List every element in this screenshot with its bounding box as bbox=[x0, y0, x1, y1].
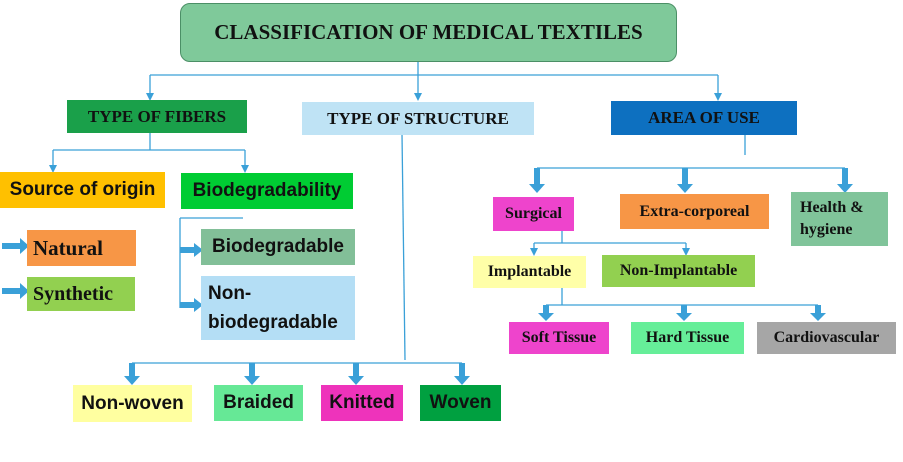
node-non-biodegradable-line2: biodegradable bbox=[208, 312, 338, 333]
arrow-right-icon bbox=[2, 283, 29, 299]
arrow-right-icon bbox=[2, 238, 29, 254]
arrow-down-icon bbox=[124, 363, 140, 385]
node-biodegradability: Biodegradability bbox=[181, 173, 353, 209]
node-woven: Woven bbox=[420, 385, 501, 421]
node-health-hygiene-line2: hygiene bbox=[800, 221, 853, 238]
arrow-right-icon bbox=[180, 243, 203, 257]
category-type-of-structure: TYPE OF STRUCTURE bbox=[302, 102, 534, 135]
node-non-woven: Non-woven bbox=[73, 385, 192, 422]
node-non-biodegradable: Non- biodegradable bbox=[201, 276, 355, 340]
node-health-hygiene-line1: Health & bbox=[800, 199, 864, 216]
node-natural: Natural bbox=[27, 230, 136, 266]
arrow-down-icon bbox=[810, 305, 826, 321]
connector-line bbox=[401, 133, 406, 361]
arrow-down-icon bbox=[348, 363, 364, 385]
node-braided: Braided bbox=[214, 385, 303, 421]
arrow-down-icon bbox=[837, 168, 853, 193]
arrow-down-icon bbox=[529, 168, 545, 193]
node-knitted: Knitted bbox=[321, 385, 403, 421]
diagram-title: CLASSIFICATION OF MEDICAL TEXTILES bbox=[180, 3, 677, 62]
arrow-down-icon bbox=[676, 305, 692, 321]
node-non-biodegradable-line1: Non- bbox=[208, 283, 252, 304]
arrow-down-icon bbox=[538, 305, 554, 321]
arrow-down-icon bbox=[677, 168, 693, 193]
node-source-of-origin: Source of origin bbox=[0, 172, 165, 208]
node-hard-tissue: Hard Tissue bbox=[631, 322, 744, 354]
category-area-of-use: AREA OF USE bbox=[611, 101, 797, 135]
node-soft-tissue: Soft Tissue bbox=[509, 322, 609, 354]
arrow-down-icon bbox=[454, 363, 470, 385]
node-surgical: Surgical bbox=[493, 197, 574, 231]
arrow-down-icon bbox=[244, 363, 260, 385]
node-extra-corporeal: Extra-corporeal bbox=[620, 194, 769, 229]
node-implantable: Implantable bbox=[473, 256, 586, 288]
node-biodegradable: Biodegradable bbox=[201, 229, 355, 265]
node-non-implantable: Non-Implantable bbox=[602, 255, 755, 287]
node-health-hygiene: Health & hygiene bbox=[791, 192, 888, 246]
node-synthetic: Synthetic bbox=[27, 277, 135, 311]
node-cardiovascular: Cardiovascular bbox=[757, 322, 896, 354]
arrow-right-icon bbox=[180, 298, 203, 312]
category-type-of-fibers: TYPE OF FIBERS bbox=[67, 100, 247, 133]
